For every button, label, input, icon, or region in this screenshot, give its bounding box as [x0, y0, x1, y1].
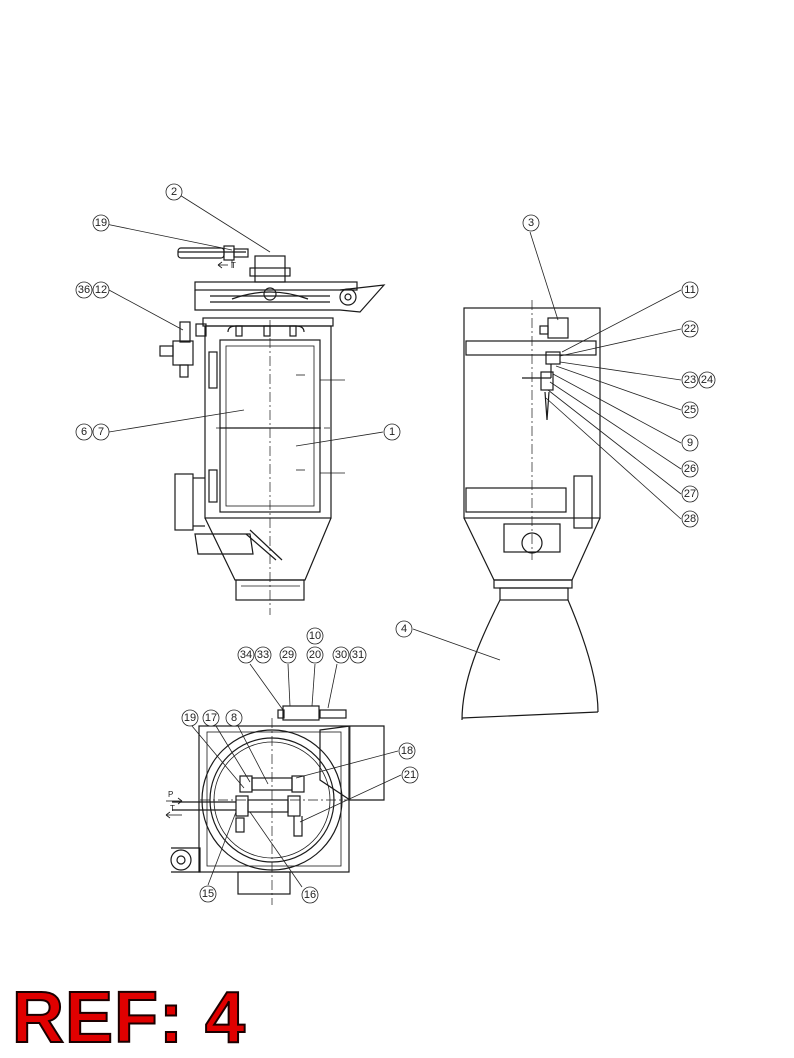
svg-text:20: 20 — [309, 649, 321, 661]
callout-33: 33 — [254, 646, 272, 664]
svg-text:33: 33 — [257, 649, 269, 661]
svg-text:12: 12 — [95, 284, 107, 296]
callout-21: 20 — [306, 646, 324, 664]
svg-text:8: 8 — [231, 712, 237, 724]
svg-text:T: T — [170, 804, 175, 813]
svg-text:18: 18 — [401, 745, 413, 757]
svg-text:T: T — [231, 261, 236, 270]
callout-28: 27 — [681, 485, 699, 503]
svg-text:26: 26 — [684, 463, 696, 475]
callout-18: 18 — [398, 742, 416, 760]
callout-16: 16 — [301, 886, 319, 904]
callout-26: 25 — [681, 401, 699, 419]
callout-6: 6 — [75, 423, 93, 441]
callout-32: 31 — [349, 646, 367, 664]
callout-3: 4 — [395, 620, 413, 638]
callout-4: 3 — [522, 214, 540, 232]
callout-11: 11 — [681, 281, 699, 299]
svg-text:24: 24 — [701, 374, 713, 386]
svg-text:6: 6 — [81, 426, 87, 438]
callout-19: 19 — [92, 214, 110, 232]
svg-text:16: 16 — [304, 889, 316, 901]
svg-text:10: 10 — [309, 630, 321, 642]
callout-bubbles: 2 19 36 12 6 7 1 3 11 22 23 24 25 9 26 2… — [75, 183, 716, 904]
svg-text:19: 19 — [184, 712, 196, 724]
leader-lines — [100, 191, 682, 888]
svg-text:28: 28 — [684, 513, 696, 525]
flow-arrow-p: P — [166, 790, 183, 805]
callout-31: 30 — [332, 646, 350, 664]
side-view — [461, 300, 601, 721]
callout-9: 9 — [681, 434, 699, 452]
flow-arrow-t-front: T — [217, 261, 236, 270]
svg-text:23: 23 — [684, 374, 696, 386]
callout-34: 34 — [237, 646, 255, 664]
svg-text:22: 22 — [684, 323, 696, 335]
callout-36: 36 — [75, 281, 93, 299]
svg-text:17: 17 — [205, 712, 217, 724]
svg-text:25: 25 — [684, 404, 696, 416]
callout-27: 26 — [681, 460, 699, 478]
svg-text:34: 34 — [240, 649, 252, 661]
callout-24: 23 — [681, 371, 699, 389]
svg-text:P: P — [168, 790, 173, 799]
callout-30: 29 — [279, 646, 297, 664]
callout-12: 12 — [92, 281, 110, 299]
callout-29: 28 — [681, 510, 699, 528]
svg-text:30: 30 — [335, 649, 347, 661]
svg-text:21: 21 — [404, 769, 416, 781]
svg-text:7: 7 — [98, 426, 104, 438]
reference-label: REF: 4 — [11, 978, 247, 1058]
svg-text:27: 27 — [684, 488, 696, 500]
flow-marks: T P T — [165, 261, 236, 819]
svg-text:9: 9 — [687, 437, 693, 449]
svg-text:29: 29 — [282, 649, 294, 661]
callout-17: 17 — [202, 709, 220, 727]
callout-22: 21 — [401, 766, 419, 784]
svg-text:36: 36 — [78, 284, 90, 296]
svg-text:15: 15 — [202, 888, 214, 900]
callout-7: 7 — [92, 423, 110, 441]
svg-text:11: 11 — [684, 284, 695, 296]
svg-text:31: 31 — [352, 649, 364, 661]
callout-25: 24 — [698, 371, 716, 389]
callout-20: 19 — [181, 709, 199, 727]
flow-arrow-t: T — [165, 804, 182, 819]
callout-10: 10 — [306, 627, 324, 645]
svg-text:19: 19 — [95, 217, 107, 229]
callout-1: 1 — [383, 423, 401, 441]
callout-15: 15 — [199, 885, 217, 903]
svg-text:3: 3 — [528, 217, 534, 229]
callout-2: 2 — [165, 183, 183, 201]
svg-text:1: 1 — [389, 426, 395, 438]
front-view — [159, 245, 386, 615]
top-view — [170, 705, 385, 905]
callout-8: 8 — [225, 709, 243, 727]
svg-text:4: 4 — [401, 623, 407, 635]
svg-text:2: 2 — [171, 186, 177, 198]
callout-23: 22 — [681, 320, 699, 338]
